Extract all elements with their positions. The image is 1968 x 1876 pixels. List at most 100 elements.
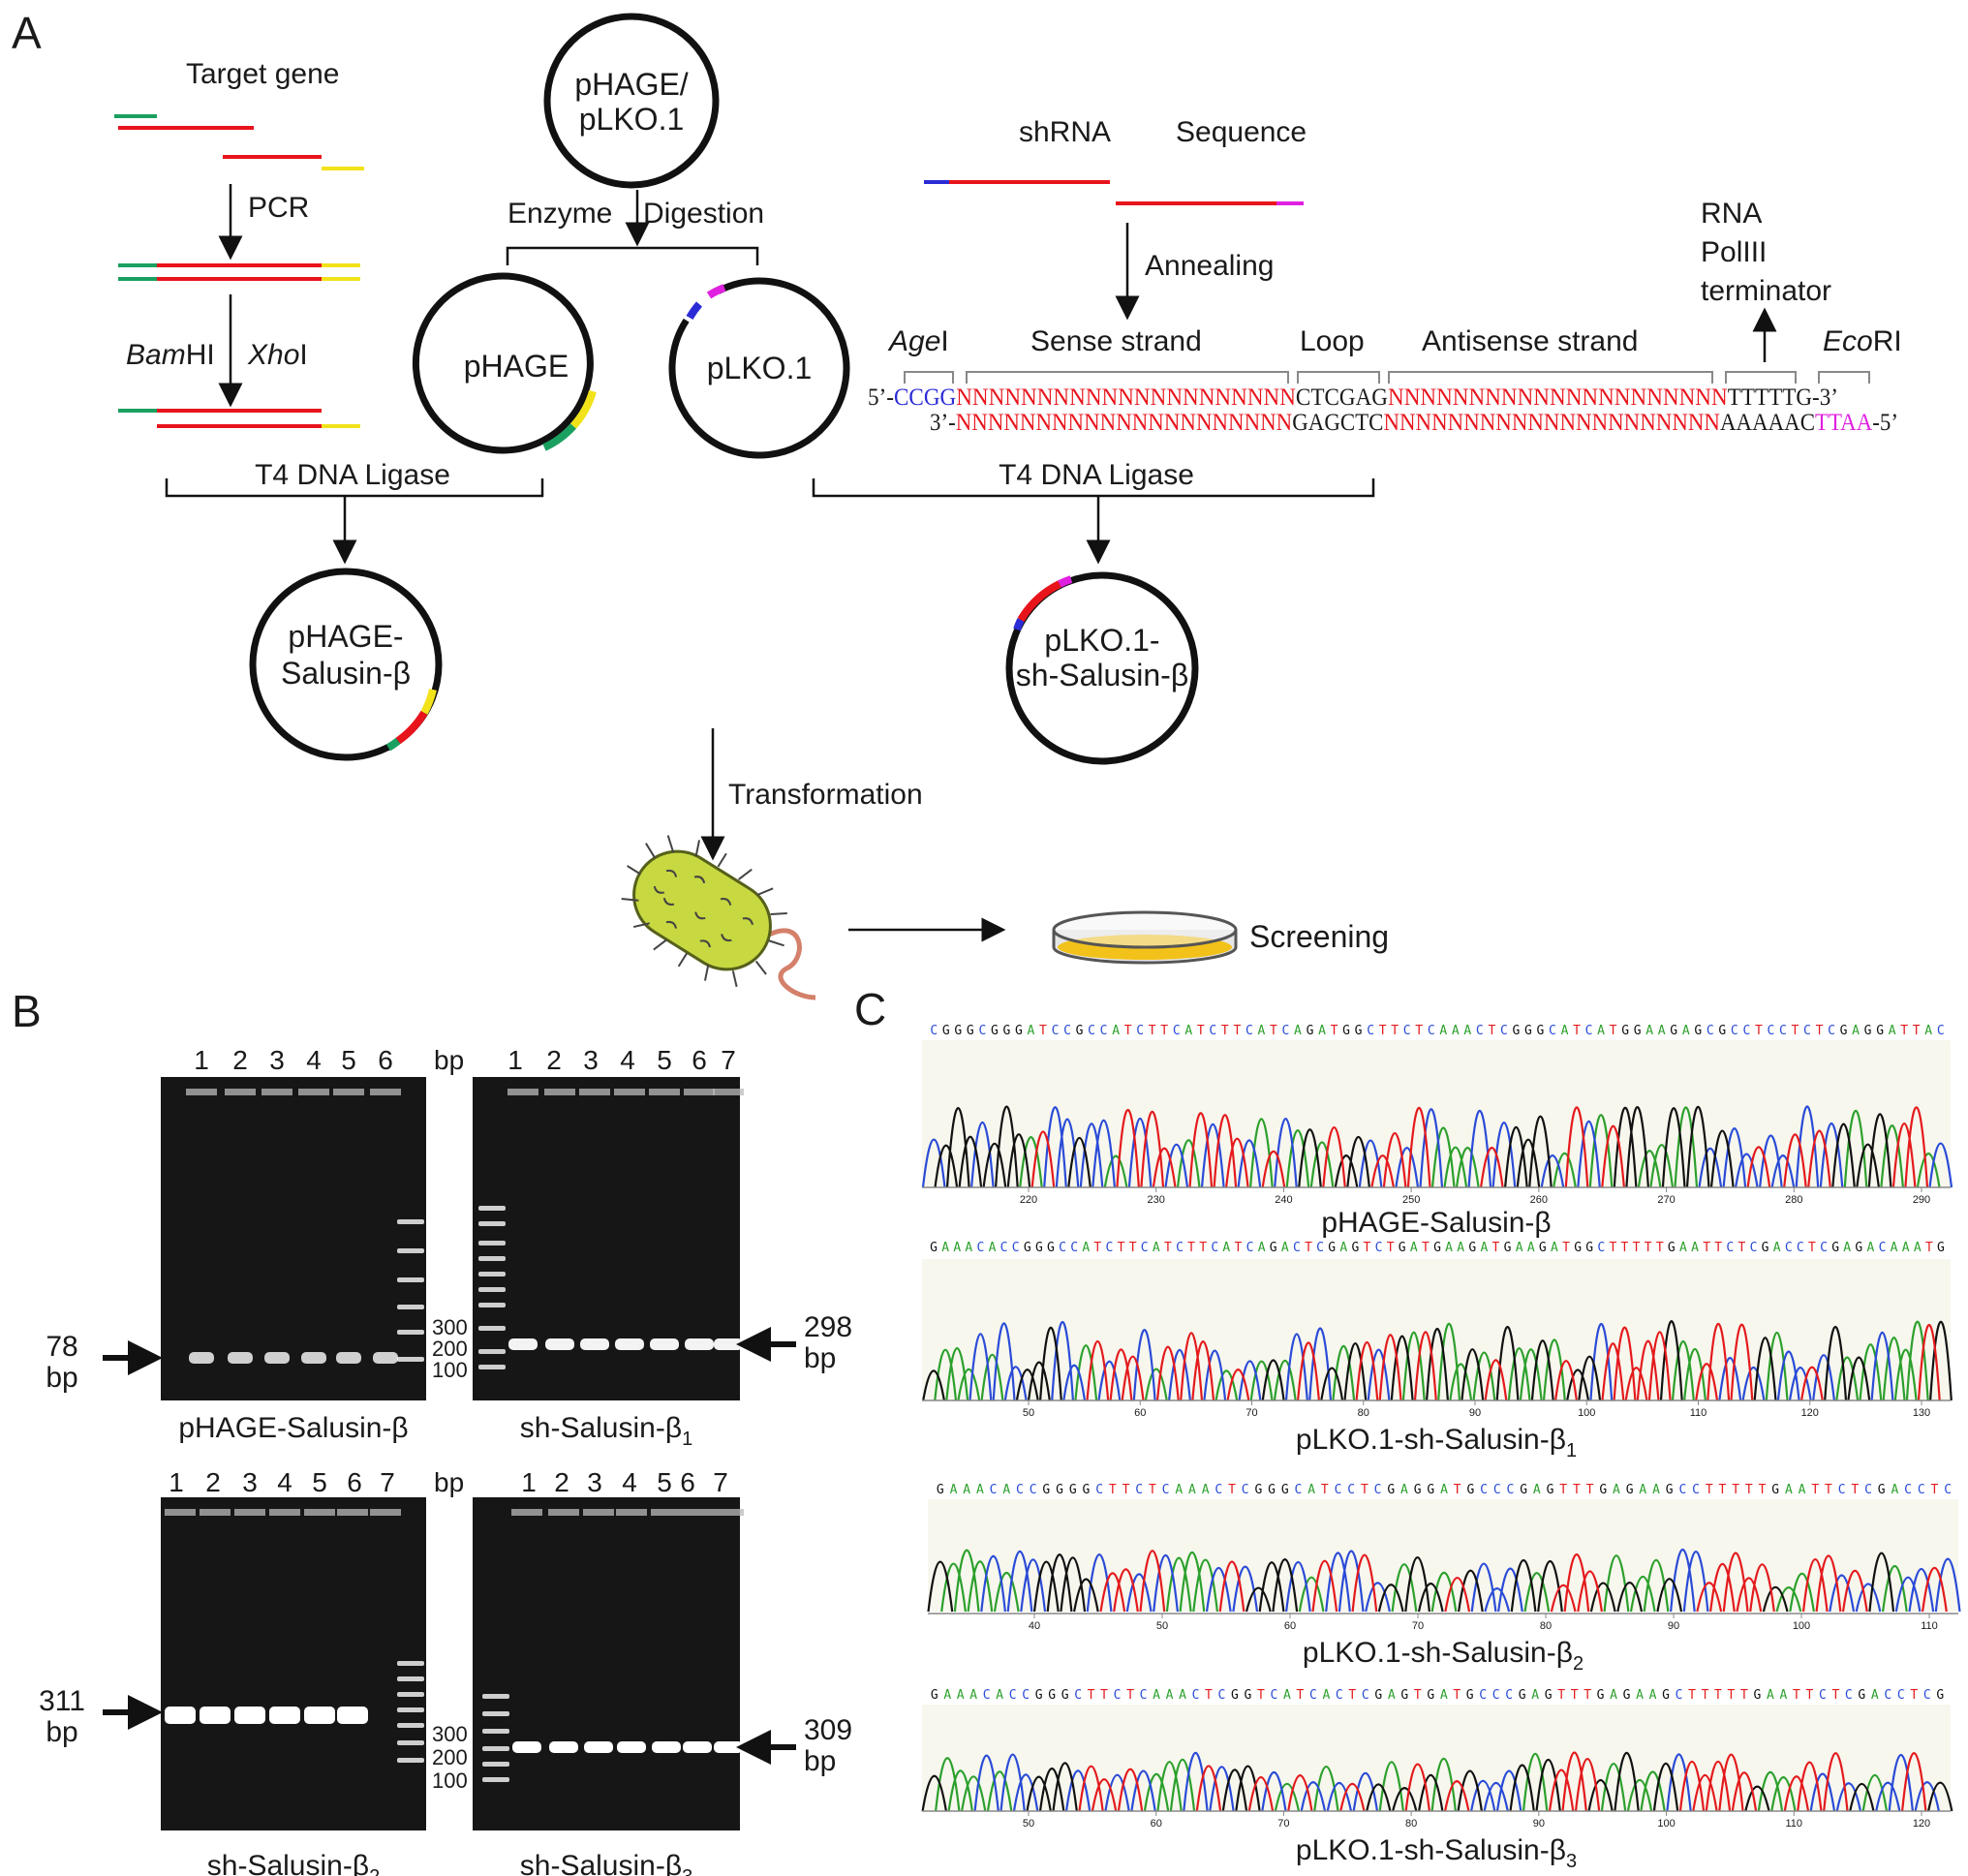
trace-peaks-T	[1086, 1323, 1941, 1401]
lane-number: 1	[521, 1467, 537, 1497]
loop-label: Loop	[1300, 325, 1365, 357]
base-call: A	[1307, 1483, 1315, 1497]
trace-tick-label: 70	[1245, 1407, 1257, 1419]
size-label: 309	[804, 1714, 852, 1746]
panel-label-c: C	[854, 984, 886, 1034]
base-call: T	[1584, 1688, 1591, 1703]
base-call: G	[1466, 1688, 1474, 1703]
digestion-bracket	[506, 246, 759, 265]
base-call: C	[1270, 1688, 1277, 1703]
base-call: G	[1355, 1024, 1363, 1038]
base-call: C	[1864, 1483, 1872, 1497]
trace-tick-label: 110	[1786, 1818, 1803, 1830]
base-call: C	[1492, 1688, 1500, 1703]
base-call: G	[1254, 1483, 1262, 1497]
trace-tick-label: 270	[1657, 1194, 1675, 1206]
base-call: T	[1900, 1024, 1908, 1038]
lane-number: 7	[713, 1467, 728, 1497]
base-call: T	[1793, 1688, 1800, 1703]
base-call: G	[1374, 1688, 1382, 1703]
base-call: A	[1179, 1688, 1186, 1703]
chromatogram-label-subscript: 3	[1566, 1851, 1577, 1872]
ladder-size-label: 300	[432, 1722, 468, 1746]
base-call: G	[1634, 1024, 1642, 1038]
trace-tick-label: 230	[1148, 1194, 1165, 1206]
sample-band	[200, 1707, 231, 1724]
trace-peaks-C	[969, 1321, 1894, 1401]
base-call: T	[1656, 1241, 1664, 1255]
base-call: A	[1658, 1024, 1666, 1038]
base-call: C	[930, 1024, 938, 1038]
base-call: T	[1118, 1241, 1125, 1255]
gel-well	[370, 1509, 401, 1516]
ladder-size-label: 300	[432, 1315, 468, 1339]
ladder-band	[482, 1729, 509, 1734]
base-call: C	[990, 1483, 998, 1497]
base-call: G	[1876, 1024, 1884, 1038]
base-call: A	[1891, 1483, 1898, 1497]
gel-haze	[473, 1497, 740, 1830]
base-call: A	[1388, 1688, 1396, 1703]
base-call: G	[930, 1241, 938, 1255]
base-call: T	[1571, 1688, 1579, 1703]
base-call: C	[1403, 1024, 1411, 1038]
base-call: G	[1626, 1483, 1634, 1497]
trace-peaks-C	[921, 1105, 1953, 1188]
phage-label: pHAGE	[464, 349, 569, 384]
ladder-band	[482, 1694, 509, 1699]
base-call: G	[1231, 1688, 1239, 1703]
base-call: C	[1374, 1483, 1382, 1497]
base-call: C	[1750, 1241, 1758, 1255]
sample-band	[545, 1338, 574, 1350]
base-call: T	[1745, 1483, 1753, 1497]
sequence-label: Sequence	[1176, 116, 1307, 148]
base-call: T	[1088, 1688, 1095, 1703]
ligase-left-bracket	[165, 478, 544, 498]
base-call: T	[1740, 1688, 1748, 1703]
base-call: C	[1585, 1024, 1593, 1038]
base-call: A	[1184, 1024, 1192, 1038]
base-call: T	[1913, 1024, 1921, 1038]
base-call: C	[983, 1688, 991, 1703]
ladder-band	[478, 1287, 506, 1292]
trace-peaks-G	[934, 1105, 1892, 1188]
base-call: G	[1666, 1483, 1674, 1497]
base-call: A	[1649, 1688, 1657, 1703]
base-call: G	[1539, 1241, 1547, 1255]
sample-band	[337, 1707, 368, 1724]
trace-tick-label: 120	[1801, 1407, 1819, 1419]
base-call: A	[1636, 1688, 1644, 1703]
base-call: C	[1012, 1241, 1020, 1255]
bp-header-top: bp	[434, 1045, 464, 1075]
base-call: T	[1851, 1483, 1859, 1497]
lane-number: 7	[721, 1045, 736, 1075]
base-call: G	[1015, 1024, 1023, 1038]
gel-title: sh-Salusin-β3	[520, 1850, 692, 1876]
base-call: G	[1328, 1241, 1336, 1255]
antisense-strand-label: Antisense strand	[1422, 325, 1638, 357]
base-call: G	[1662, 1688, 1670, 1703]
base-call: A	[1480, 1241, 1488, 1255]
base-call: C	[1879, 1241, 1887, 1255]
base-call: T	[1124, 1024, 1132, 1038]
base-call: T	[1706, 1483, 1713, 1497]
base-call: A	[1773, 1241, 1781, 1255]
base-call: A	[1639, 1483, 1646, 1497]
sample-band	[189, 1352, 214, 1364]
base-call: C	[1785, 1241, 1793, 1255]
base-call: T	[1816, 1024, 1824, 1038]
gel-title-text: pHAGE-Salusin-β	[178, 1412, 408, 1444]
pcr-label: PCR	[248, 192, 309, 224]
plasmid-plko-open	[668, 277, 850, 459]
trace-peaks-T	[1078, 1751, 1927, 1812]
base-call: G	[1864, 1024, 1872, 1038]
base-call: G	[1047, 1241, 1055, 1255]
base-call: C	[1218, 1688, 1226, 1703]
base-call: G	[1056, 1483, 1063, 1497]
gel-title-subscript: 3	[682, 1866, 692, 1876]
ladder-band	[478, 1326, 506, 1331]
